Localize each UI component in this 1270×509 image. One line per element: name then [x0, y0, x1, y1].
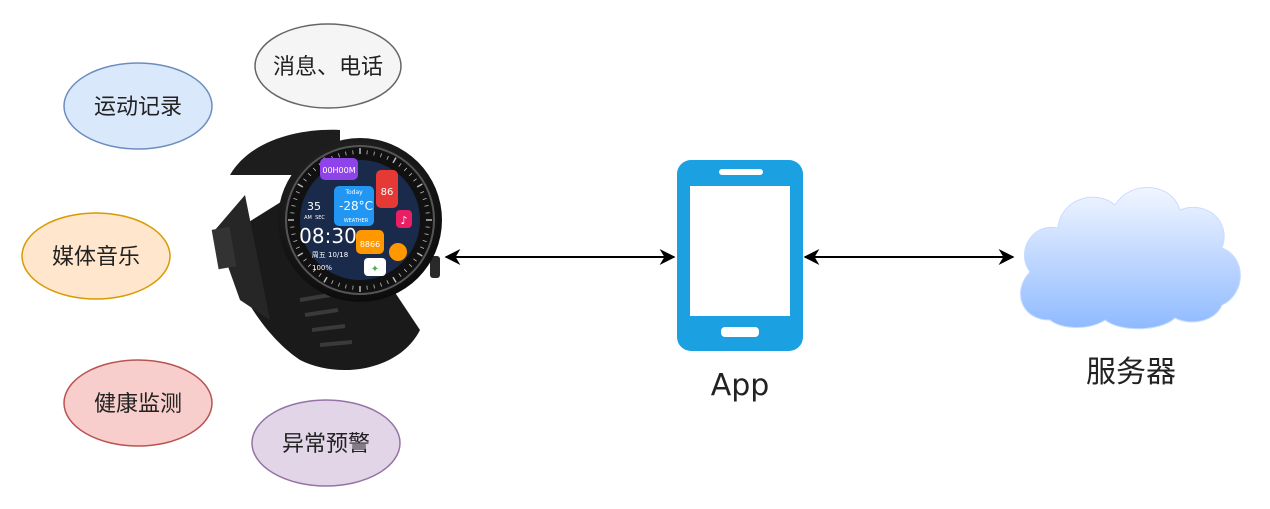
bezel-tick — [408, 172, 413, 177]
watch-today: Today — [344, 189, 363, 196]
bezel-tick — [392, 157, 397, 164]
bezel-tick — [337, 153, 340, 158]
bezel-tick — [424, 233, 429, 235]
bezel-tick — [403, 167, 408, 172]
bezel-tick — [420, 191, 425, 194]
watch-seconds: 35 — [307, 200, 321, 213]
bezel-tick — [420, 246, 425, 249]
bezel-tick — [424, 205, 429, 207]
bezel-tick — [293, 197, 298, 200]
bezel-tick — [297, 252, 304, 257]
bezel-tick — [386, 280, 389, 285]
bezel-tick — [398, 273, 402, 277]
feature-message: 消息、电话 — [254, 23, 402, 109]
bezel-tick — [422, 240, 427, 243]
feature-media: 媒体音乐 — [21, 212, 171, 300]
feature-ellipse — [251, 399, 401, 487]
bezel-ticks — [288, 148, 432, 292]
bezel-tick — [295, 191, 300, 194]
bezel-tick — [380, 153, 383, 158]
runner-icon: ✦ — [371, 264, 379, 275]
feature-ellipse — [21, 212, 171, 300]
feature-label: 媒体音乐 — [52, 245, 140, 270]
bezel-tick — [293, 240, 298, 243]
phone-icon — [677, 160, 803, 351]
bezel-tick — [291, 233, 296, 235]
bezel-tick — [303, 258, 307, 262]
bezel-tick — [373, 284, 375, 289]
bezel-tick — [413, 258, 417, 262]
cloud-icon — [1020, 187, 1241, 330]
feature-label: 消息、电话 — [273, 55, 383, 80]
bezel-tick — [345, 284, 347, 289]
feature-label: 异常预警 — [282, 432, 370, 457]
bezel-tick — [392, 276, 397, 283]
watch-weather: WEATHER — [344, 218, 369, 224]
bezel-tick — [297, 183, 304, 188]
bezel-tick — [337, 282, 340, 287]
bezel-tick — [331, 280, 334, 285]
smartwatch-image: 00H00M Today -28°C WEATHER 86 ♪ 8866 ✦ 3… — [211, 129, 442, 370]
bezel-tick — [307, 172, 312, 177]
feature-ellipse — [63, 62, 213, 150]
feature-ellipse — [254, 23, 402, 109]
bezel-tick — [312, 167, 317, 172]
bezel-tick — [413, 178, 417, 182]
bezel-tick — [422, 197, 427, 200]
bezel-tick — [307, 263, 312, 268]
watch-sec: SEC — [315, 215, 325, 221]
watch-heart: 86 — [381, 187, 394, 198]
music-note-icon: ♪ — [400, 214, 407, 227]
feature-health: 健康监测 — [63, 359, 213, 447]
bezel-tick — [386, 155, 389, 160]
bezel-tick — [312, 268, 317, 273]
bezel-tick — [398, 163, 402, 167]
bezel-tick — [380, 282, 383, 287]
bezel-tick — [295, 246, 300, 249]
watch-badge: 00H00M — [322, 166, 355, 175]
bezel-tick — [373, 151, 375, 156]
watch-temp: -28°C — [339, 199, 373, 213]
server-label: 服务器 — [1086, 355, 1176, 390]
bezel-tick — [416, 252, 423, 257]
bezel-tick — [323, 276, 328, 283]
feature-alert: 异常预警 — [251, 399, 401, 487]
bezel-tick — [403, 268, 408, 273]
feature-ellipse — [63, 359, 213, 447]
feature-label: 健康监测 — [94, 392, 182, 417]
feature-motion: 运动记录 — [63, 62, 213, 150]
bezel-tick — [318, 273, 322, 277]
bezel-tick — [345, 151, 347, 156]
bezel-tick — [291, 205, 296, 207]
bezel-tick — [408, 263, 413, 268]
watch-time: 08:30 — [299, 224, 357, 248]
app-label: App — [711, 368, 770, 403]
bezel-tick — [303, 178, 307, 182]
watch-battery: 100% — [312, 264, 332, 272]
watch-am: AM — [304, 215, 312, 221]
bezel-tick — [416, 183, 423, 188]
watch-date: 周五 10/18 — [312, 251, 348, 259]
feature-label: 运动记录 — [94, 95, 182, 120]
watch-steps: 8866 — [360, 240, 380, 249]
